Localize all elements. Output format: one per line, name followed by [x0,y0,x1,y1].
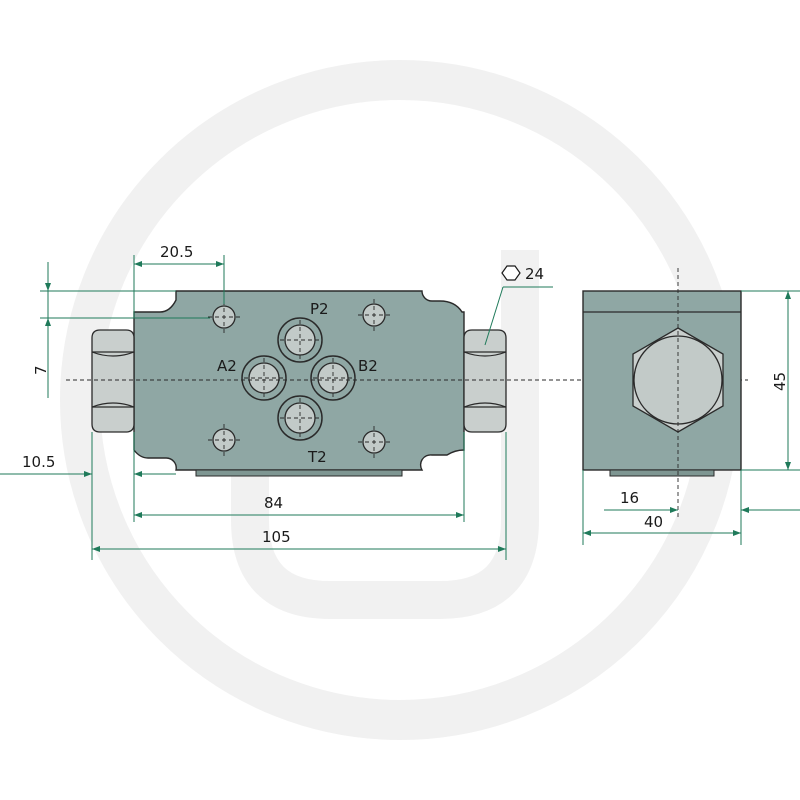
hexagon-icon [501,265,521,281]
dim-label-45: 45 [771,372,789,391]
dim-label-105: 105 [262,528,291,546]
port-label-t2: T2 [307,448,327,466]
side-view [582,268,742,518]
port-p2 [277,317,323,363]
dim-label-20-5: 20.5 [160,243,193,261]
mounting-hole-bottom-right [358,426,390,458]
port-label-a2: A2 [217,357,237,375]
port-label-b2: B2 [358,357,378,375]
front-view: P2 A2 B2 T2 [91,290,507,477]
port-t2 [277,395,323,441]
dim-label-24: 24 [525,265,544,283]
left-nut [91,329,135,433]
bottom-lip [195,469,403,477]
port-b2 [310,355,356,401]
dim-label-10-5: 10.5 [22,453,55,471]
right-nut [463,329,507,433]
dimension-lines [0,255,800,560]
dim-label-7: 7 [32,365,50,375]
mounting-hole-bottom-left [208,424,240,456]
mounting-hole-top-right [358,299,390,331]
port-a2 [241,355,287,401]
port-label-p2: P2 [310,300,329,318]
side-bottom-lip [609,469,715,477]
dim-label-40: 40 [644,513,663,531]
mounting-hole-top-left [208,301,240,333]
dim-label-16: 16 [620,489,639,507]
dim-label-84: 84 [264,494,283,512]
